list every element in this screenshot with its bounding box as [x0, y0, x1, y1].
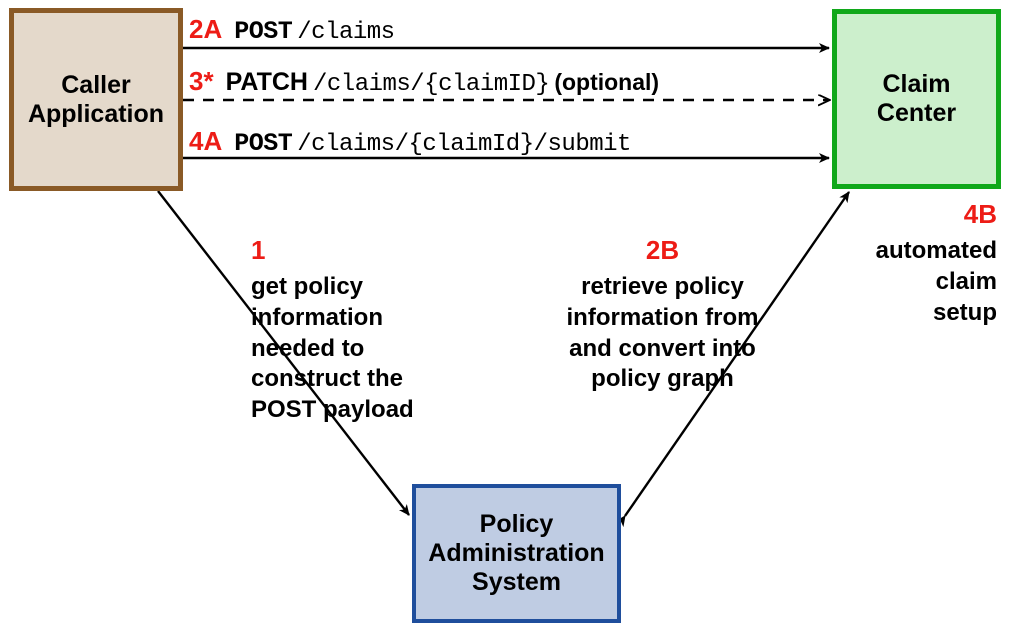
- step-number-4b: 4B: [963, 199, 997, 229]
- step-number-4a: 4A: [189, 126, 223, 156]
- http-verb-2a: POST: [234, 17, 293, 46]
- step-number-3: 3*: [189, 66, 214, 96]
- flow-label-post-claims: 2A POST /claims: [189, 14, 395, 46]
- node-caller-application[interactable]: Caller Application: [9, 8, 183, 191]
- step-number-1: 1: [251, 235, 266, 265]
- http-path-2a: /claims: [297, 19, 395, 46]
- flow-endpoint-4a: POST /claims/{claimId}/submit: [234, 129, 631, 158]
- flow-label-post-submit: 4A POST /claims/{claimId}/submit: [189, 126, 631, 158]
- node-policy-administration-system[interactable]: Policy Administration System: [412, 484, 621, 623]
- step-number-2b: 2B: [645, 235, 680, 265]
- node-claim-center[interactable]: Claim Center: [832, 9, 1001, 189]
- annotation-note-2b-text: retrieve policy information from and con…: [566, 273, 759, 393]
- http-path-3: /claims/{claimID}: [312, 71, 550, 98]
- node-caller-application-label: Caller Application: [27, 70, 165, 128]
- flow-endpoint-2a: POST /claims: [234, 17, 395, 46]
- step-number-2a: 2A: [189, 14, 223, 44]
- annotation-note-2b: 2B retrieve policy information from and …: [560, 234, 765, 395]
- annotation-note-1: 1 get policy information needed to const…: [251, 234, 414, 426]
- node-policy-administration-system-label: Policy Administration System: [428, 510, 605, 596]
- flow-label-patch-claim: 3* PATCH /claims/{claimID} (optional): [189, 66, 659, 98]
- annotation-note-1-text: get policy information needed to constru…: [251, 273, 414, 424]
- http-verb-3: PATCH: [225, 68, 308, 96]
- annotation-note-4b-text: automated claim setup: [875, 237, 997, 326]
- flow-endpoint-3: PATCH /claims/{claimID} (optional): [226, 68, 660, 98]
- annotation-note-4b: 4B automated claim setup: [845, 198, 997, 328]
- http-path-4a: /claims/{claimId}/submit: [297, 131, 631, 158]
- node-claim-center-label: Claim Center: [876, 70, 957, 127]
- http-suffix-3: (optional): [554, 69, 660, 95]
- http-verb-4a: POST: [234, 129, 293, 158]
